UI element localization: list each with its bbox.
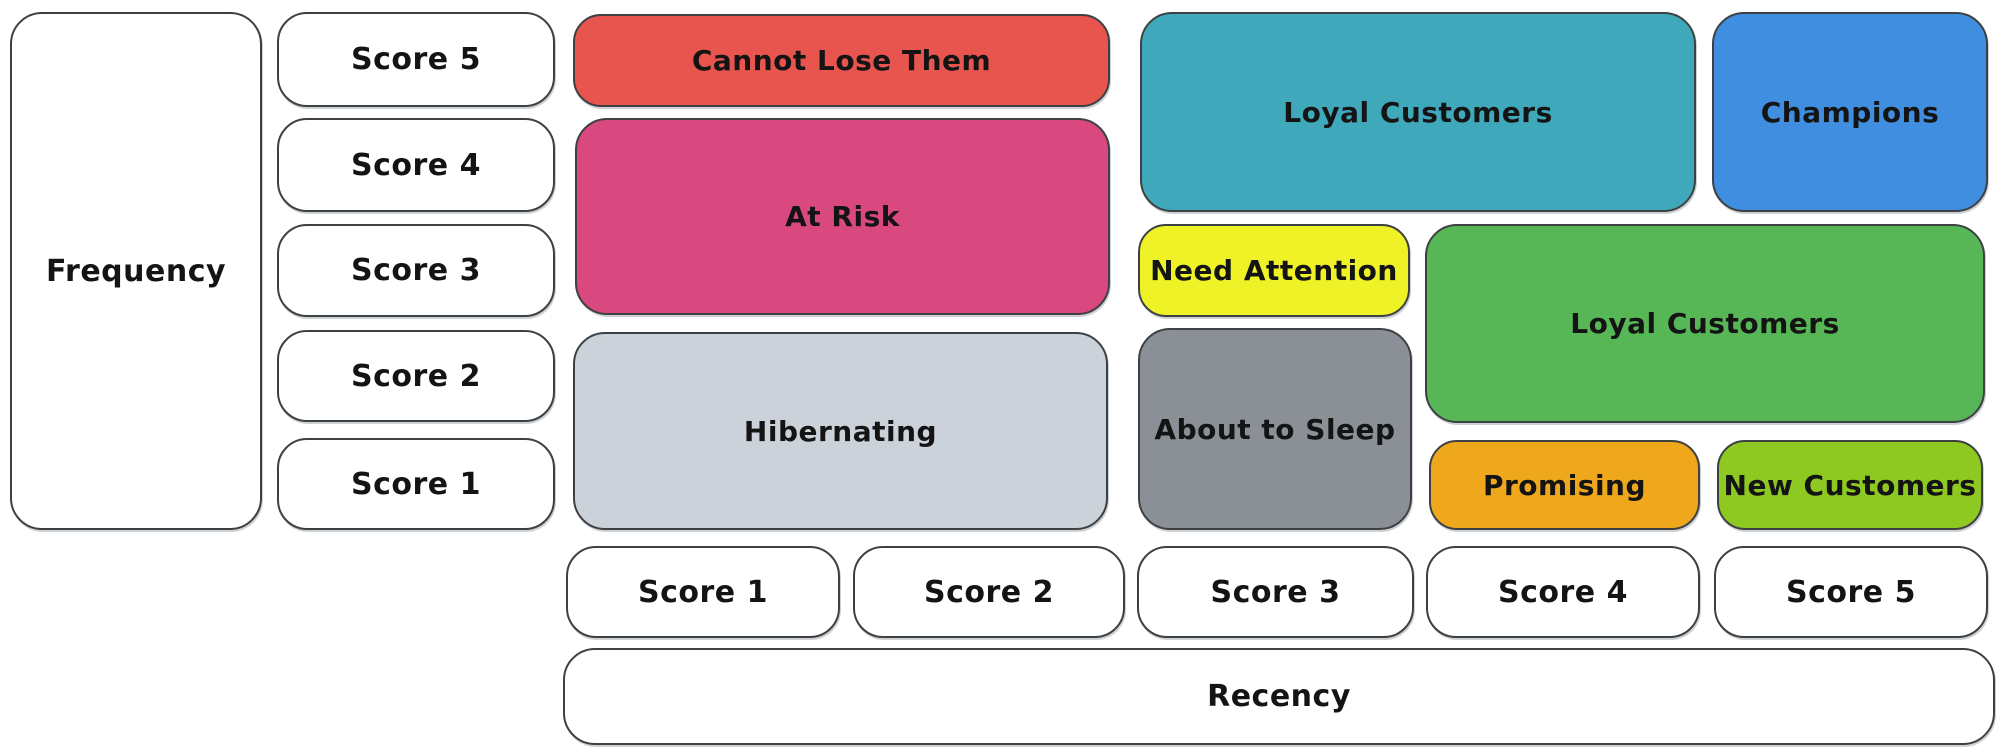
- frequency-score-2-box: Score 2: [277, 330, 555, 422]
- recency-score-4-box: Score 4: [1426, 546, 1700, 638]
- segment-cannot-lose-them: Cannot Lose Them: [573, 14, 1110, 107]
- segment-about-to-sleep-label: About to Sleep: [1154, 412, 1396, 446]
- segment-champions: Champions: [1712, 12, 1988, 212]
- segment-hibernating: Hibernating: [573, 332, 1108, 530]
- segment-hibernating-label: Hibernating: [743, 414, 938, 448]
- frequency-score-1-label: Score 1: [351, 466, 481, 502]
- segment-at-risk-label: At Risk: [785, 200, 900, 233]
- segment-loyal-customers-lower-label: Loyal Customers: [1570, 307, 1840, 340]
- recency-score-2-box: Score 2: [853, 546, 1125, 638]
- frequency-score-4-label: Score 4: [351, 147, 481, 183]
- recency-score-3-box: Score 3: [1137, 546, 1414, 638]
- segment-new-customers: New Customers: [1717, 440, 1983, 530]
- segment-champions-label: Champions: [1760, 95, 1940, 129]
- recency-score-5-label: Score 5: [1786, 574, 1916, 610]
- recency-axis-label-box: Recency: [563, 648, 1995, 745]
- frequency-axis-label: Frequency: [45, 253, 227, 289]
- frequency-score-5-box: Score 5: [277, 12, 555, 107]
- frequency-axis-label-box: Frequency: [10, 12, 262, 530]
- recency-score-5-box: Score 5: [1714, 546, 1988, 638]
- recency-score-1-box: Score 1: [566, 546, 840, 638]
- recency-axis-label: Recency: [1207, 679, 1351, 714]
- frequency-score-3-box: Score 3: [277, 224, 555, 317]
- frequency-score-1-box: Score 1: [277, 438, 555, 530]
- segment-at-risk: At Risk: [575, 118, 1110, 315]
- recency-score-2-label: Score 2: [924, 574, 1054, 610]
- segment-loyal-customers-lower: Loyal Customers: [1425, 224, 1985, 423]
- frequency-score-3-label: Score 3: [351, 253, 481, 288]
- segment-promising: Promising: [1429, 440, 1700, 530]
- recency-score-4-label: Score 4: [1498, 574, 1628, 610]
- segment-about-to-sleep: About to Sleep: [1138, 328, 1412, 530]
- frequency-score-5-label: Score 5: [351, 42, 481, 77]
- recency-score-3-label: Score 3: [1210, 574, 1341, 610]
- recency-score-1-label: Score 1: [638, 574, 768, 610]
- segment-promising-label: Promising: [1482, 468, 1647, 502]
- segment-need-attention-label: Need Attention: [1150, 254, 1398, 287]
- segment-loyal-customers-upper-label: Loyal Customers: [1283, 95, 1553, 129]
- segment-cannot-lose-them-label: Cannot Lose Them: [691, 44, 992, 77]
- segment-new-customers-label: New Customers: [1723, 468, 1977, 502]
- segment-loyal-customers-upper: Loyal Customers: [1140, 12, 1696, 212]
- segment-need-attention: Need Attention: [1138, 224, 1410, 317]
- frequency-score-2-label: Score 2: [351, 358, 481, 394]
- frequency-score-4-box: Score 4: [277, 118, 555, 212]
